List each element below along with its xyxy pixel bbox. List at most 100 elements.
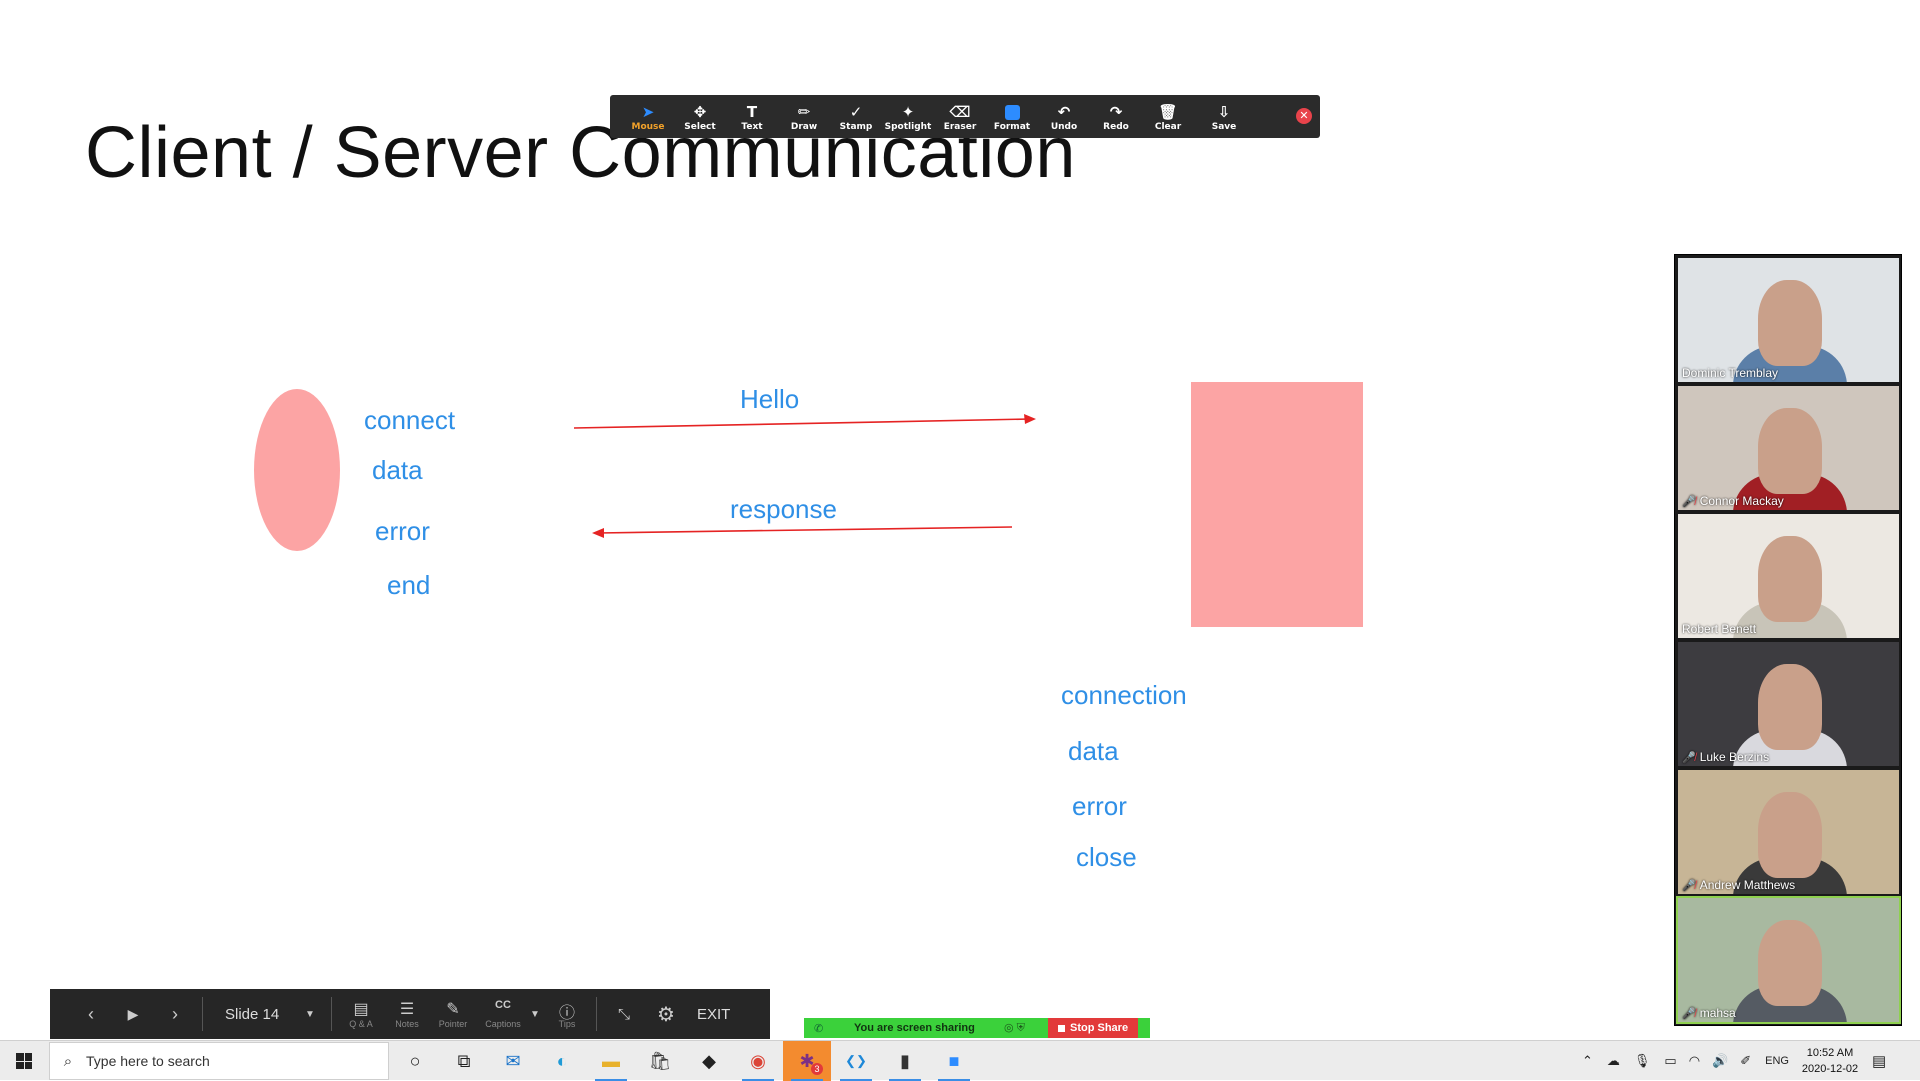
annotation-tool-format[interactable]: Format xyxy=(986,95,1038,138)
terminal-icon[interactable]: ▮ xyxy=(881,1041,929,1081)
language-indicator[interactable]: ENG xyxy=(1765,1055,1789,1067)
participant-name-text: mahsa xyxy=(1699,1006,1736,1020)
client-shape xyxy=(254,389,340,551)
divider xyxy=(596,997,597,1031)
chevron-down-icon[interactable]: ▼ xyxy=(305,1008,315,1020)
wand-icon: ✦ xyxy=(901,102,915,121)
cortana-icon[interactable]: ○ xyxy=(409,1050,421,1071)
annotation-tool-label: Mouse xyxy=(631,121,665,132)
file-explorer-icon[interactable]: ▬ xyxy=(587,1041,635,1081)
search-icon: ⌕ xyxy=(63,1052,73,1070)
wifi-icon[interactable]: ◠ xyxy=(1688,1053,1701,1068)
shrink-icon[interactable]: ⤡ xyxy=(617,1005,630,1023)
participant-head xyxy=(1758,664,1822,750)
text-icon: T xyxy=(746,102,758,121)
annotation-tool-label: Redo xyxy=(1103,121,1129,132)
redo-icon: ↷ xyxy=(1109,102,1123,121)
microphone-icon[interactable]: 🎙 xyxy=(1633,1053,1651,1068)
qa-label: Q & A xyxy=(349,1019,373,1029)
annotation-tool-mouse[interactable]: ➤Mouse xyxy=(622,95,674,138)
mail-icon[interactable]: ✉ xyxy=(505,1050,521,1071)
participant-name: 🎤̸Andrew Matthews xyxy=(1682,878,1795,892)
annotation-tool-select[interactable]: ✥Select xyxy=(674,95,726,138)
divider xyxy=(331,997,332,1031)
annotation-tool-clear[interactable]: 🗑Clear xyxy=(1142,95,1194,138)
next-slide-button[interactable]: › xyxy=(172,1003,178,1024)
chrome-icon[interactable]: ◉ xyxy=(734,1041,782,1081)
volume-icon[interactable]: 🔊 xyxy=(1712,1053,1729,1068)
annotation-tool-draw[interactable]: ✏Draw xyxy=(778,95,830,138)
participant-head xyxy=(1758,536,1822,622)
notes-icon: ☰ xyxy=(399,1001,415,1018)
annotation-tool-label: Undo xyxy=(1050,121,1078,132)
client-label-end: end xyxy=(387,570,431,600)
task-view-icon[interactable]: ⧉ xyxy=(457,1050,471,1071)
server-label-data: data xyxy=(1068,736,1119,766)
qa-button[interactable]: ▤Q & A xyxy=(338,999,384,1029)
screen-share-bar: ✆ You are screen sharing ◎ ⛨ Stop Share xyxy=(804,1018,1150,1038)
participant-name-text: Robert Benett xyxy=(1682,622,1757,636)
captions-label: Captions xyxy=(485,1019,521,1029)
annotation-tool-save[interactable]: ⇩Save xyxy=(1198,95,1250,138)
client-label-error: error xyxy=(375,516,430,546)
edge-icon[interactable]: ◐ xyxy=(556,1050,568,1071)
annotation-tool-redo[interactable]: ↷Redo xyxy=(1090,95,1142,138)
divider xyxy=(202,997,203,1031)
app-icon[interactable]: ◆ xyxy=(702,1050,716,1071)
muted-mic-icon: 🎤̸ xyxy=(1682,1007,1696,1020)
clock[interactable]: 10:52 AM 2020-12-02 xyxy=(1795,1045,1865,1077)
pointer-button[interactable]: ✎Pointer xyxy=(430,999,476,1029)
participant-name: Dominic Tremblay xyxy=(1682,366,1778,380)
pen-icon[interactable]: ✐ xyxy=(1740,1053,1752,1068)
hello-arrowhead xyxy=(1024,414,1036,424)
store-icon[interactable]: 🛍 xyxy=(648,1050,672,1071)
play-button[interactable]: ▶ xyxy=(127,1005,139,1022)
notification-icon[interactable]: ▤ xyxy=(1872,1053,1887,1070)
notes-button[interactable]: ☰Notes xyxy=(384,999,430,1029)
participant-video-tile[interactable]: 🎤̸Connor Mackay xyxy=(1678,386,1899,510)
slide-selector[interactable]: Slide 14 xyxy=(225,1005,280,1023)
server-label-connection: connection xyxy=(1061,680,1187,710)
muted-mic-icon: 🎤̸ xyxy=(1682,879,1696,892)
annotation-tool-label: Eraser xyxy=(943,121,977,132)
share-status: You are screen sharing xyxy=(854,1022,975,1034)
vscode-icon[interactable]: ❮❯ xyxy=(832,1041,880,1081)
exit-button[interactable]: EXIT xyxy=(697,1005,731,1023)
gear-icon[interactable]: ⚙ xyxy=(657,1003,675,1026)
stop-share-button[interactable]: Stop Share xyxy=(1048,1018,1139,1038)
participant-name: 🎤̸Luke Berzins xyxy=(1682,750,1769,764)
participant-name-text: Dominic Tremblay xyxy=(1682,366,1779,380)
participant-name: Robert Benett xyxy=(1682,622,1756,636)
previous-slide-button[interactable]: ‹ xyxy=(88,1003,94,1024)
start-button[interactable] xyxy=(0,1041,48,1081)
slack-icon[interactable]: ✱3 xyxy=(783,1041,831,1081)
search-placeholder: Type here to search xyxy=(86,1053,210,1069)
onedrive-icon[interactable]: ☁ xyxy=(1606,1053,1620,1068)
zoom-icon[interactable]: ■ xyxy=(930,1041,978,1081)
annotation-tool-label: Text xyxy=(741,121,763,132)
close-annotation-icon[interactable]: ✕ xyxy=(1296,108,1312,124)
annotation-tool-undo[interactable]: ↶Undo xyxy=(1038,95,1090,138)
client-label-connect: connect xyxy=(364,405,456,435)
battery-icon[interactable]: ▭ xyxy=(1664,1053,1677,1068)
check-icon: ✓ xyxy=(849,102,863,121)
participant-video-tile[interactable]: 🎤̸Luke Berzins xyxy=(1678,642,1899,766)
annotation-tool-stamp[interactable]: ✓Stamp xyxy=(830,95,882,138)
share-status-icons: ◎ ⛨ xyxy=(1004,1022,1025,1034)
participant-video-tile[interactable]: 🎤̸Andrew Matthews xyxy=(1678,770,1899,894)
participant-video-tile[interactable]: 🎤̸mahsa xyxy=(1676,896,1901,1024)
pen-icon: ✏ xyxy=(797,102,811,121)
taskbar-search[interactable]: ⌕ Type here to search xyxy=(49,1042,389,1080)
windows-taskbar: ⌕ Type here to search ○ ⧉ ✉ ◐ ▬ 🛍 ◆ ◉✱3❮❯▮■ ⌃ ☁… xyxy=(0,1040,1920,1081)
chevron-down-icon[interactable]: ▼ xyxy=(530,1008,540,1020)
annotation-tool-spotlight[interactable]: ✦Spotlight xyxy=(882,95,934,138)
annotation-tool-eraser[interactable]: ⌫Eraser xyxy=(934,95,986,138)
participant-video-tile[interactable]: Dominic Tremblay xyxy=(1678,258,1899,382)
chevron-up-icon[interactable]: ⌃ xyxy=(1582,1053,1593,1068)
participant-video-tile[interactable]: Robert Benett xyxy=(1678,514,1899,638)
hello-label: Hello xyxy=(740,384,800,414)
